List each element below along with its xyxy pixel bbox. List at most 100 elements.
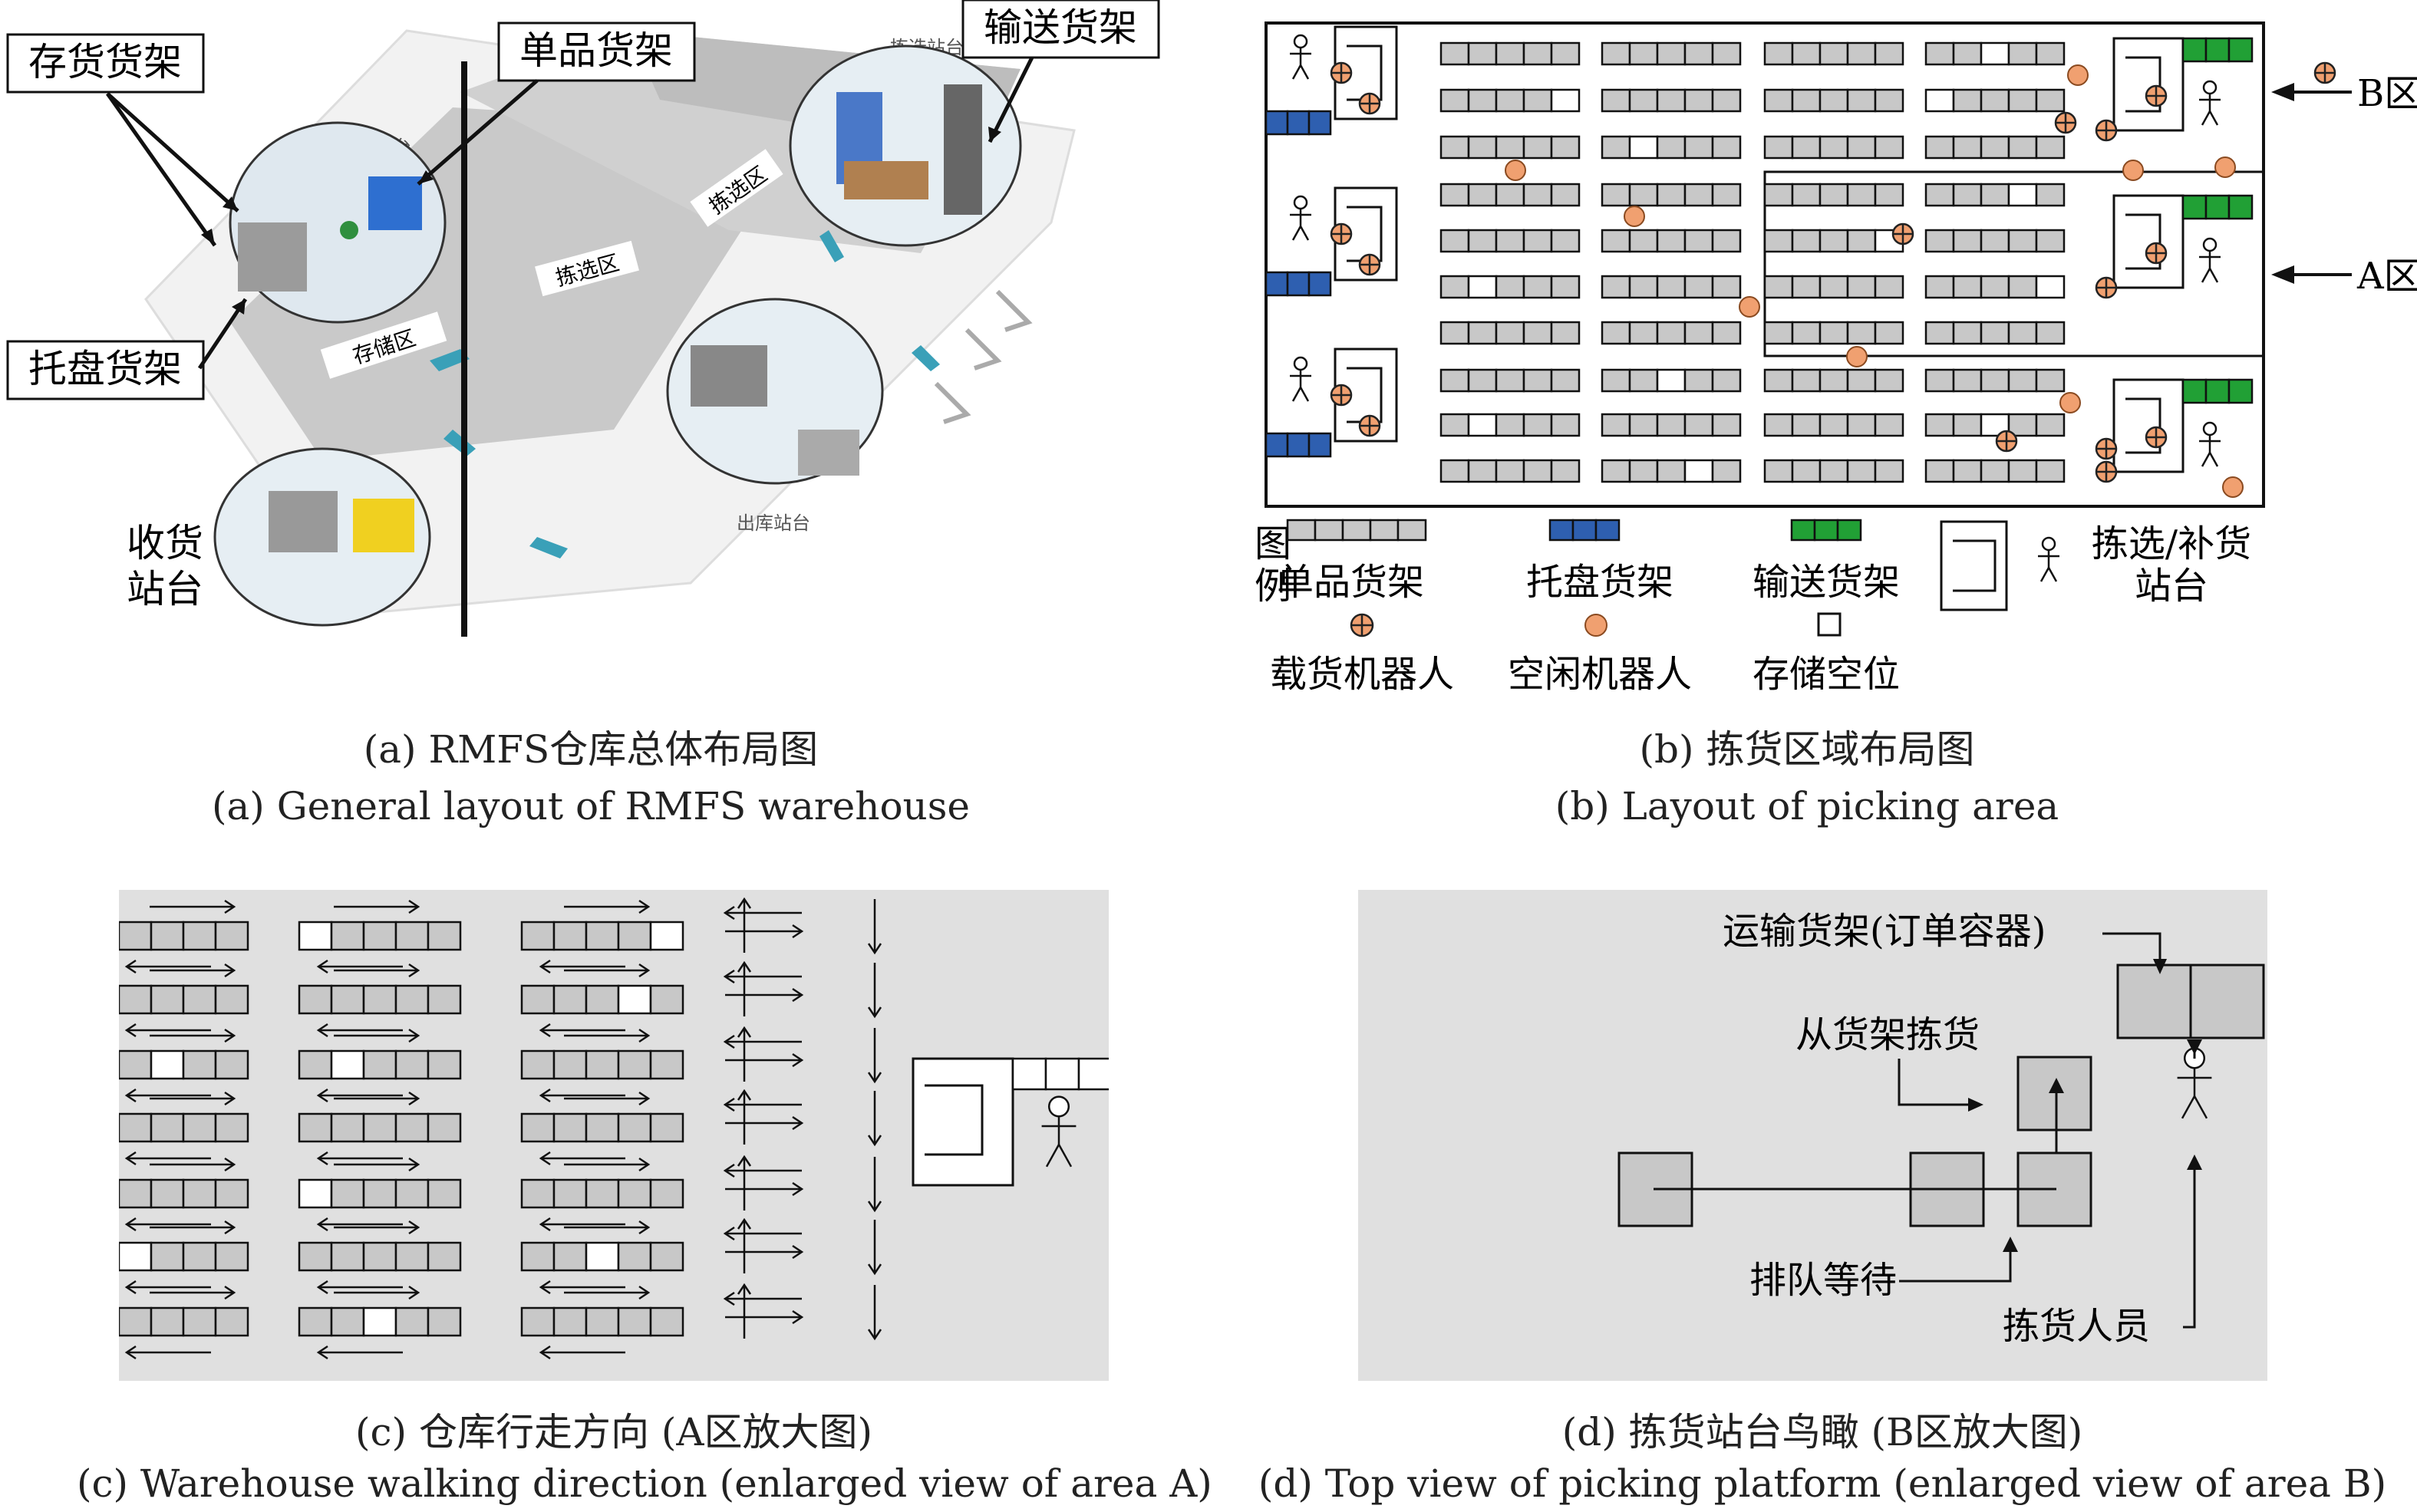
idle-robot — [1739, 296, 1760, 318]
direction-arrow — [124, 1280, 211, 1295]
panel-d-picking-platform: 运输货架(订单容器) 从货架拣货 排队等待 拣货人员 — [1358, 890, 2267, 1381]
rack-row-zoomed — [298, 1049, 462, 1080]
loaded-robot — [1358, 253, 1381, 276]
idle-robot — [2067, 64, 2089, 86]
rack-row-zoomed — [520, 1241, 684, 1272]
person-icon — [2199, 80, 2221, 126]
single-rack-row — [1763, 275, 1904, 299]
person-icon — [2199, 237, 2221, 283]
direction-arrow — [316, 1217, 403, 1232]
single-rack-row — [1601, 229, 1742, 253]
single-rack-row — [1763, 88, 1904, 113]
rack-row-zoomed — [298, 984, 462, 1015]
single-rack-row — [1763, 229, 1904, 253]
rack-at-station — [2016, 1056, 2092, 1132]
loaded-robot — [2095, 119, 2118, 142]
pallet-stack — [238, 222, 307, 292]
direction-arrow — [564, 1220, 651, 1235]
direction-arrow — [316, 1280, 403, 1295]
single-rack-row — [1763, 183, 1904, 207]
loaded-robot — [2145, 426, 2168, 449]
loaded-robot — [2095, 276, 2118, 299]
caption-c-en: (c) Warehouse walking direction (enlarge… — [77, 1461, 1212, 1506]
rack-grid-zoomed — [119, 921, 684, 1337]
callout-arrows — [105, 56, 1034, 370]
callout-single-item-rack: 单品货架 — [497, 21, 696, 82]
picking-zone-plate — [535, 240, 639, 297]
direction-arrow — [539, 959, 625, 974]
station-group — [1265, 25, 2254, 483]
callout-pallet-rack: 托盘货架 — [6, 340, 205, 400]
direction-arrow — [124, 1151, 211, 1166]
direction-arrow — [723, 969, 802, 984]
rack-row-zoomed — [520, 921, 684, 951]
zone-a-pointer: A区 — [2271, 255, 2417, 298]
caption-b-cn: (b) 拣货区域布局图 — [1639, 727, 1975, 772]
pick-arrowhead — [1968, 1098, 1983, 1112]
legend-empty-slot-icon — [1817, 612, 1842, 637]
direction-arrow — [867, 1028, 882, 1084]
single-rack-row — [1763, 459, 1904, 483]
caption-c-cn: (c) 仓库行走方向 (A区放大图) — [355, 1410, 872, 1454]
single-rack-row — [1924, 183, 2066, 207]
zone-b-pointer: B区 — [2271, 72, 2417, 115]
outbound-boxes — [798, 430, 859, 476]
person-icon — [2038, 536, 2059, 582]
loaded-robot — [2313, 61, 2336, 84]
direction-arrow — [334, 1028, 420, 1043]
loaded-robot — [1995, 430, 2018, 453]
direction-arrow — [564, 899, 651, 914]
direction-arrows — [124, 897, 882, 1360]
callout-conveyor-rack: 输送货架 — [961, 0, 1160, 59]
legend-pallet-rack-label: 托盘货架 — [1526, 561, 1673, 604]
legend-station-icon — [1940, 520, 2008, 611]
picker-pointer — [2183, 1166, 2196, 1329]
zone-b-label: B区 — [2357, 72, 2417, 115]
caption-b-en: (b) Layout of picking area — [1555, 784, 2059, 828]
pallet-rack-row — [1265, 271, 1332, 297]
loaded-robot — [1358, 92, 1381, 115]
person-icon — [2199, 421, 2221, 467]
loaded-robot — [2095, 460, 2118, 483]
single-rack-row — [1601, 413, 1742, 437]
rack-row-zoomed — [119, 921, 249, 951]
loaded-robot — [1891, 222, 1914, 245]
single-rack-row — [1439, 413, 1581, 437]
queue-up-arrowhead — [2049, 1078, 2064, 1093]
direction-arrow — [334, 1157, 420, 1172]
direction-arrow — [334, 1220, 420, 1235]
rack-row-zoomed — [119, 1178, 249, 1209]
person-icon — [1290, 34, 1311, 80]
direction-arrow — [725, 1244, 804, 1260]
direction-arrow — [867, 1285, 882, 1341]
direction-arrow — [150, 1285, 236, 1300]
legend-conveyor-rack-swatch — [1790, 519, 1862, 542]
picking-station-bubble — [789, 44, 1022, 247]
single-rack-row — [1924, 88, 2066, 113]
conveyor-rack-zoomed — [1011, 1057, 1109, 1091]
single-rack-row — [1439, 88, 1581, 113]
person-icon — [1041, 1095, 1077, 1168]
direction-arrow — [316, 1345, 403, 1360]
legend-empty-slot-label: 存储空位 — [1753, 653, 1900, 696]
rack-row-zoomed — [119, 1241, 249, 1272]
single-rack-row — [1601, 459, 1742, 483]
legend-title-2: 例 — [1255, 565, 1291, 608]
replenish-station — [1265, 25, 1398, 136]
loaded-robot — [2145, 84, 2168, 107]
loaded-robot — [1358, 414, 1381, 437]
idle-robot — [1505, 160, 1526, 181]
single-rack-row — [1763, 368, 1904, 393]
svg-text:托盘货架: 托盘货架 — [28, 347, 182, 391]
callout-inventory-rack: 存货货架 — [6, 33, 205, 94]
callout-arrowheads — [201, 127, 1001, 315]
rack-row-zoomed — [119, 1112, 249, 1143]
loaded-robot — [1330, 61, 1353, 84]
legend-single-rack-label: 单品货架 — [1277, 561, 1424, 604]
queue-wait-arrowhead — [2003, 1237, 2018, 1252]
single-rack-row — [1439, 368, 1581, 393]
direction-arrow — [334, 963, 420, 978]
person-icon — [1290, 195, 1311, 241]
pick-pointer — [1898, 1059, 1972, 1106]
